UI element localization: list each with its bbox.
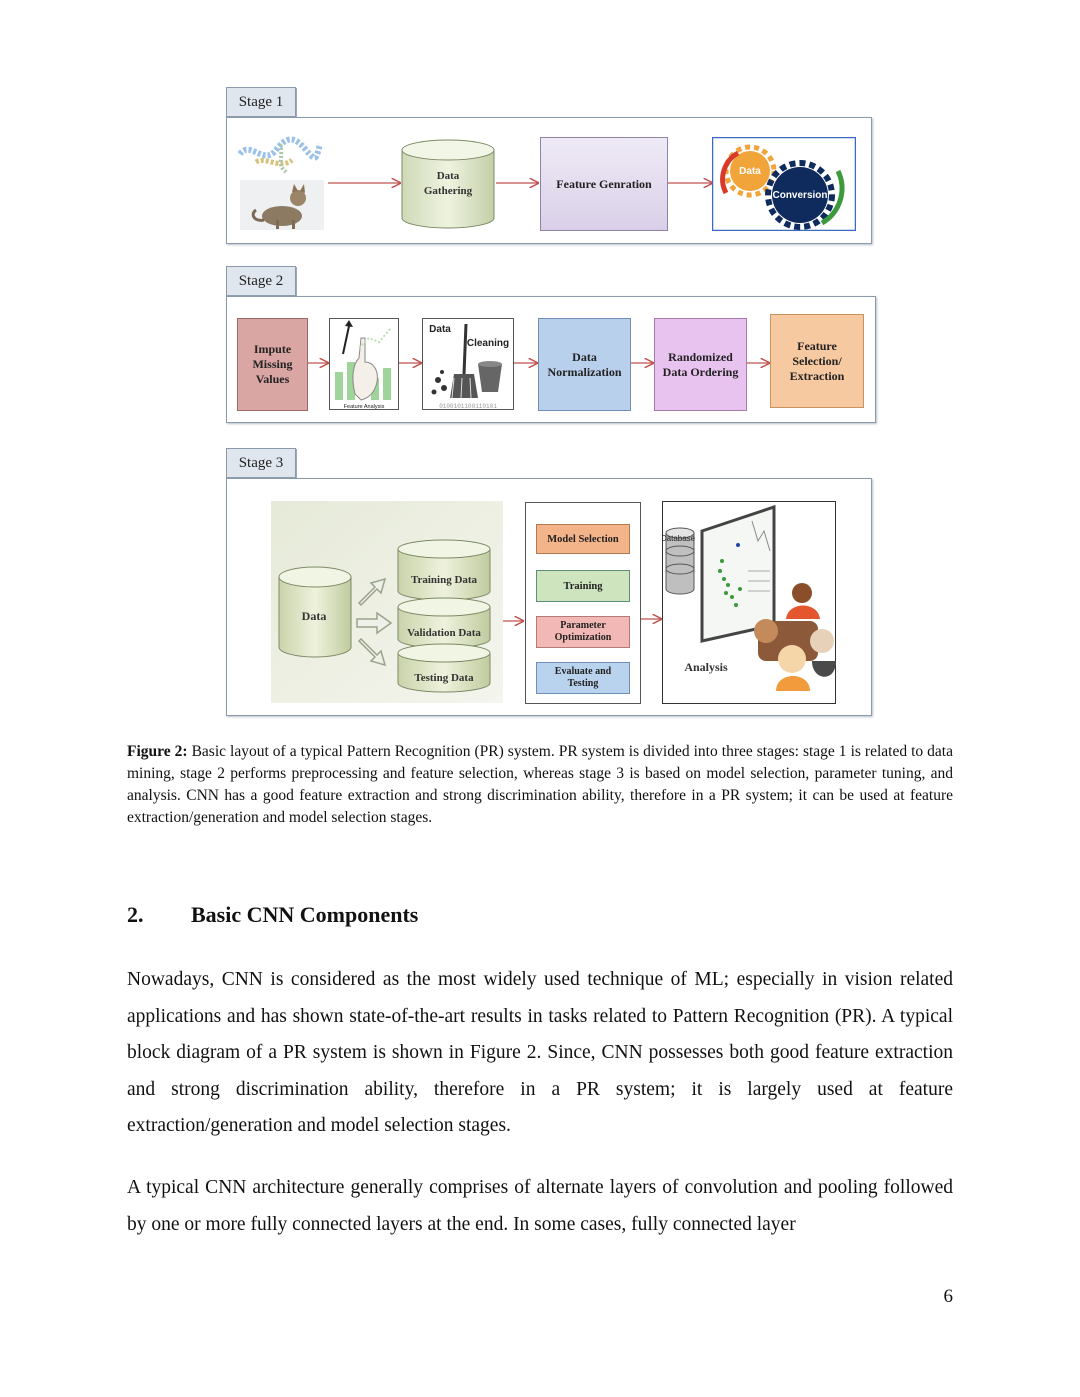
figure-caption: Figure 2: Basic layout of a typical Patt… bbox=[127, 741, 953, 829]
cleaning-label: Cleaning bbox=[467, 338, 509, 349]
training-box: Training bbox=[536, 570, 630, 602]
impute-label-2: Missing bbox=[252, 357, 293, 371]
normalization-label-1: Data bbox=[572, 349, 597, 364]
feature-analysis-image: Feature Analysis bbox=[329, 318, 399, 410]
evaluate-testing-box: Evaluate and Testing bbox=[536, 662, 630, 694]
randomized-data-ordering-box: Randomized Data Ordering bbox=[654, 318, 747, 411]
section-title: Basic CNN Components bbox=[191, 902, 419, 927]
parameter-optimization-box: Parameter Optimization bbox=[536, 616, 630, 648]
testing-data-label: Testing Data bbox=[414, 672, 474, 684]
parameter-label-1: Parameter bbox=[560, 620, 606, 631]
impute-label-1: Impute bbox=[253, 342, 292, 356]
data-label: Data bbox=[429, 324, 451, 335]
figure: Stage 1 Data bbox=[226, 0, 1080, 716]
svg-text:0100101100110101: 0100101100110101 bbox=[439, 403, 497, 410]
data-gathering-label-2: Gathering bbox=[424, 185, 473, 197]
training-data-label: Training Data bbox=[411, 574, 478, 586]
data-conversion-gears: Data Conversion bbox=[712, 137, 856, 231]
paragraph-1: Nowadays, CNN is considered as the most … bbox=[127, 969, 953, 1136]
fs-label-1: Feature bbox=[797, 338, 837, 353]
section-number: 2. bbox=[127, 902, 144, 927]
stage1-tab: Stage 1 bbox=[226, 87, 296, 117]
stage3-tab-label: Stage 3 bbox=[238, 454, 284, 471]
impute-missing-values-box: Impute Missing Values bbox=[237, 318, 308, 411]
page-number: 6 bbox=[943, 1286, 954, 1307]
randomized-label-1: Randomized bbox=[668, 349, 733, 364]
stage2-arrows bbox=[307, 0, 1080, 430]
cat-data-image bbox=[237, 136, 324, 230]
data-normalization-box: Data Normalization bbox=[538, 318, 631, 411]
model-selection-label: Model Selection bbox=[547, 533, 619, 545]
analysis-label: Analysis bbox=[684, 660, 728, 674]
stage2-tab: Stage 2 bbox=[226, 266, 296, 296]
database-label: Database bbox=[662, 534, 696, 543]
data-cleaning-image: Data Cleaning 0100101100110101 bbox=[422, 318, 514, 410]
feature-analysis-label: Feature Analysis bbox=[344, 404, 385, 410]
data-gathering-label-1: Data bbox=[437, 170, 460, 182]
gear-data-label: Data bbox=[739, 166, 761, 177]
normalization-label-2: Normalization bbox=[547, 364, 622, 379]
paragraph-2: A typical CNN architecture generally com… bbox=[127, 1177, 953, 1235]
stage1-tab-label: Stage 1 bbox=[238, 93, 284, 110]
feature-selection-extraction-box: Feature Selection/ Extraction bbox=[770, 314, 864, 408]
stage1-arrows bbox=[328, 0, 1080, 250]
stage3-tab: Stage 3 bbox=[226, 448, 296, 478]
analysis-image: Database Analysis bbox=[662, 501, 836, 704]
section-heading: 2. Basic CNN Components bbox=[127, 902, 953, 928]
data-gathering-cylinder: Data Gathering bbox=[401, 139, 495, 229]
figure-caption-label: Figure 2: bbox=[127, 743, 188, 760]
parameter-label-2: Optimization bbox=[554, 632, 612, 643]
data-split-diagram: Data Training Data Validation Data Testi… bbox=[271, 501, 503, 703]
feature-generation-box: Feature Genration bbox=[540, 137, 668, 231]
randomized-label-2: Data Ordering bbox=[662, 364, 739, 379]
stage3-data-label: Data bbox=[302, 609, 327, 623]
fs-label-2: Selection/ bbox=[792, 353, 842, 368]
validation-data-label: Validation Data bbox=[407, 627, 481, 639]
feature-generation-label: Feature Genration bbox=[556, 176, 652, 191]
fs-label-3: Extraction bbox=[789, 368, 845, 383]
evaluate-label-1: Evaluate and bbox=[554, 666, 612, 677]
gear-conversion-label: Conversion bbox=[772, 190, 827, 201]
stage2-tab-label: Stage 2 bbox=[238, 272, 284, 289]
evaluate-label-2: Testing bbox=[567, 678, 599, 689]
impute-label-3: Values bbox=[255, 372, 290, 386]
figure-caption-text: Basic layout of a typical Pattern Recogn… bbox=[127, 743, 953, 826]
training-label: Training bbox=[563, 580, 603, 592]
model-selection-box: Model Selection bbox=[536, 524, 630, 554]
